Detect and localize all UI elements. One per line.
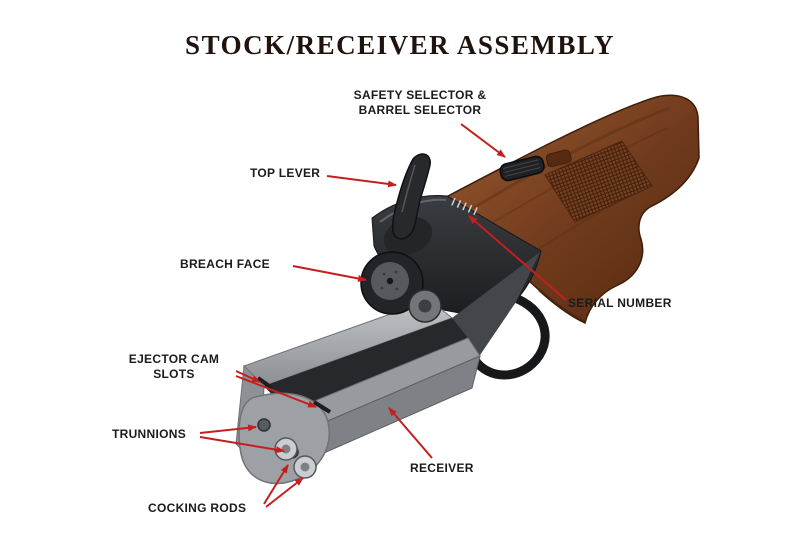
trunnion-pin-upper	[257, 418, 271, 432]
label-cocking-rods: COCKING RODS	[148, 501, 247, 515]
label-breach-face: BREACH FACE	[180, 257, 270, 271]
arrow-trunnion-1	[199, 424, 257, 434]
arrow-safety-selector	[460, 123, 506, 158]
grip-checkering	[544, 140, 653, 223]
label-ejector-cam-slots-line1: EJECTOR CAM	[128, 352, 220, 366]
stock-wood	[447, 94, 700, 325]
label-ejector-cam-slots: EJECTOR CAM SLOTS	[118, 352, 230, 382]
serial-number-engraving	[451, 197, 478, 216]
callout-arrows	[199, 123, 567, 508]
arrow-trunnion-2	[199, 436, 285, 454]
gun-illustration	[235, 94, 700, 485]
label-top-lever: TOP LEVER	[250, 166, 321, 180]
safety-selector-part	[499, 149, 572, 182]
label-serial-number: SERIAL NUMBER	[568, 296, 672, 310]
breach-face-part	[360, 251, 442, 323]
arrow-serial-number	[468, 215, 567, 301]
arrow-cocking-rod-2	[265, 477, 304, 508]
label-safety-selector-line1: SAFETY SELECTOR &	[353, 88, 487, 102]
diagram-title: STOCK/RECEIVER ASSEMBLY	[185, 30, 615, 60]
top-lever-part	[391, 153, 431, 240]
label-ejector-cam-slots-line2: SLOTS	[153, 367, 195, 381]
arrow-top-lever	[326, 175, 397, 188]
arrow-breach-face	[292, 265, 367, 282]
arrow-receiver	[388, 407, 433, 459]
label-safety-selector: SAFETY SELECTOR & BARREL SELECTOR	[332, 88, 508, 118]
arrow-ejector-cam-slot-1	[235, 370, 261, 383]
label-receiver: RECEIVER	[410, 461, 474, 475]
label-trunnions: TRUNNIONS	[112, 427, 187, 441]
label-safety-selector-line2: BARREL SELECTOR	[358, 103, 482, 117]
arrow-ejector-cam-slot-2	[235, 375, 317, 408]
arrow-cocking-rod-1	[263, 464, 289, 505]
receiver-lower	[235, 299, 481, 485]
